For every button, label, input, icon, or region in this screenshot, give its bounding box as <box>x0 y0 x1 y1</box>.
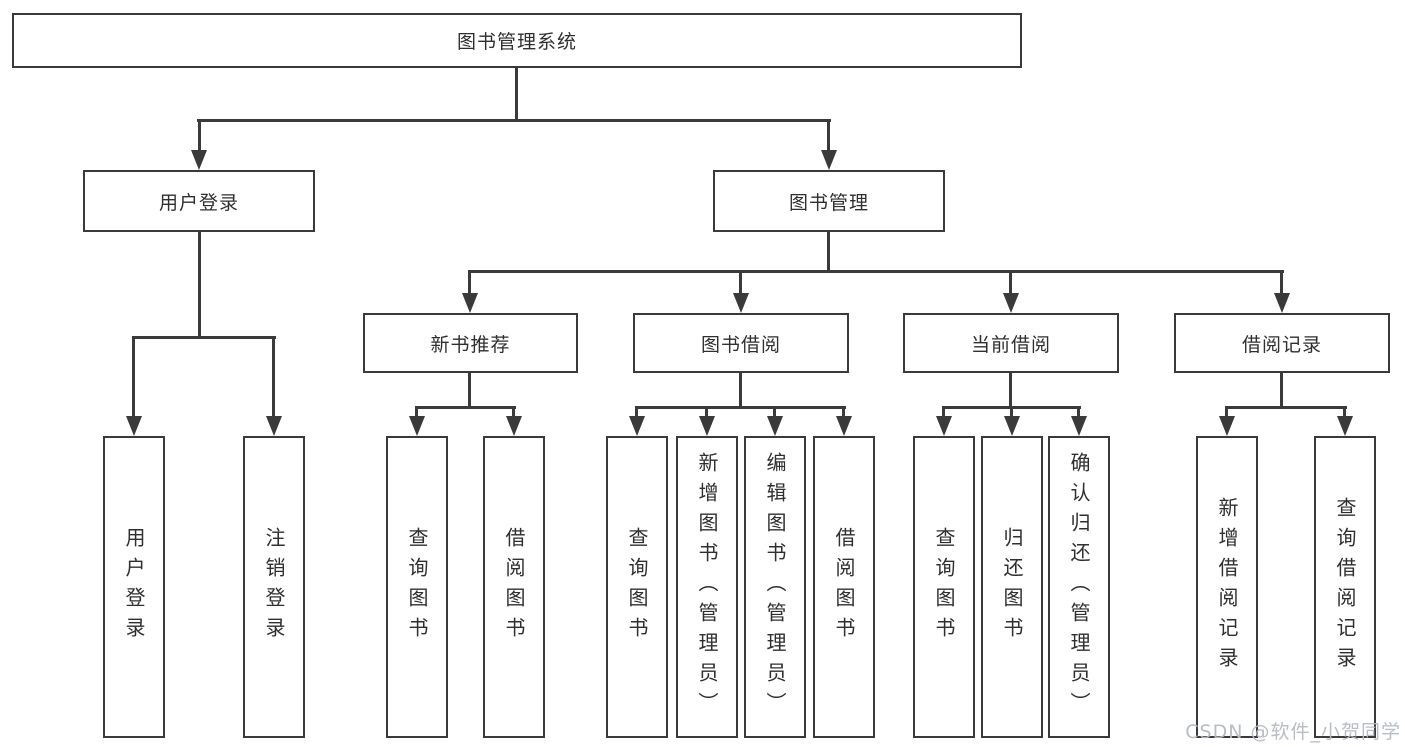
leaf-label: 用户登录 <box>122 527 146 647</box>
connector-borrowing-drop-3 <box>773 406 776 418</box>
connector-recommend-stem <box>468 373 471 409</box>
node-label: 新书推荐 <box>430 333 511 356</box>
connector-mgmt-drop-3 <box>1009 270 1012 295</box>
leaf-label: 新增借阅记录 <box>1215 497 1239 677</box>
leaf-borrowing-edit-books-admin: 编辑图书（管理员） <box>744 436 806 738</box>
arrow-down-icon <box>1071 416 1087 436</box>
connector-mgmt-bus <box>468 270 1284 273</box>
arrow-down-icon <box>126 416 142 436</box>
arrow-down-icon <box>506 416 522 436</box>
connector-records-bus <box>1225 406 1347 409</box>
arrow-down-icon <box>733 293 749 313</box>
node-label: 图书管理 <box>788 191 869 214</box>
leaf-label: 借阅图书 <box>832 527 856 647</box>
arrow-down-icon <box>629 416 645 436</box>
connector-login-stem <box>198 232 201 339</box>
connector-login-drop-1 <box>132 336 135 418</box>
connector-recommend-bus <box>415 406 516 409</box>
node-current-borrowing: 当前借阅 <box>903 313 1119 373</box>
connector-mgmt-drop-4 <box>1280 270 1283 295</box>
arrow-down-icon <box>821 150 837 170</box>
leaf-borrowing-query-books: 查询图书 <box>606 436 668 738</box>
connector-current-drop-3 <box>1077 406 1080 418</box>
connector-records-stem <box>1280 373 1283 409</box>
arrow-down-icon <box>409 416 425 436</box>
leaf-borrowing-borrow-books: 借阅图书 <box>813 436 875 738</box>
node-label: 当前借阅 <box>970 333 1051 356</box>
node-book-borrowing: 图书借阅 <box>633 313 849 373</box>
arrow-down-icon <box>266 416 282 436</box>
node-label: 用户登录 <box>158 191 239 214</box>
connector-borrowing-stem <box>739 373 742 409</box>
connector-mgmt-stem <box>827 232 830 273</box>
leaf-label: 查询借阅记录 <box>1333 497 1357 677</box>
leaf-recommend-query-books: 查询图书 <box>386 436 448 738</box>
leaf-label: 查询图书 <box>405 527 429 647</box>
node-user-login: 用户登录 <box>83 170 315 232</box>
connector-root-bus <box>197 119 831 122</box>
connector-login-bus <box>132 336 276 339</box>
leaf-label: 查询图书 <box>625 527 649 647</box>
node-book-management: 图书管理 <box>713 170 945 232</box>
connector-mgmt-drop-1 <box>468 270 471 295</box>
arrow-down-icon <box>462 293 478 313</box>
leaf-recommend-borrow-books: 借阅图书 <box>483 436 545 738</box>
arrow-down-icon <box>1337 416 1353 436</box>
connector-current-drop-1 <box>942 406 945 418</box>
leaf-current-return-books: 归还图书 <box>981 436 1043 738</box>
node-borrow-records: 借阅记录 <box>1174 313 1390 373</box>
connector-borrowing-drop-1 <box>635 406 638 418</box>
connector-current-stem <box>1009 373 1012 409</box>
connector-login-drop-2 <box>272 336 275 418</box>
connector-current-drop-2 <box>1010 406 1013 418</box>
connector-borrowing-drop-4 <box>842 406 845 418</box>
arrow-down-icon <box>1003 293 1019 313</box>
csdn-watermark: CSDN @软件_小贺同学 <box>1185 721 1401 743</box>
arrow-down-icon <box>767 416 783 436</box>
leaf-label: 查询图书 <box>932 527 956 647</box>
leaf-current-query-books: 查询图书 <box>913 436 975 738</box>
leaf-borrowing-add-books-admin: 新增图书（管理员） <box>676 436 738 738</box>
node-library-system: 图书管理系统 <box>12 13 1022 68</box>
leaf-label: 注销登录 <box>262 527 286 647</box>
connector-borrowing-bus <box>635 406 846 409</box>
node-label: 图书管理系统 <box>456 31 577 53</box>
connector-mgmt-drop-2 <box>739 270 742 295</box>
connector-records-drop-2 <box>1343 406 1346 418</box>
node-label: 图书借阅 <box>700 333 781 356</box>
leaf-records-add-record: 新增借阅记录 <box>1196 436 1258 738</box>
arrow-down-icon <box>936 416 952 436</box>
connector-root-stem <box>515 68 518 122</box>
arrow-down-icon <box>191 150 207 170</box>
connector-recommend-drop-1 <box>415 406 418 418</box>
connector-root-drop-right <box>827 119 830 152</box>
arrow-down-icon <box>699 416 715 436</box>
leaf-label: 归还图书 <box>1000 527 1024 647</box>
connector-records-drop-1 <box>1225 406 1228 418</box>
leaf-records-query-record: 查询借阅记录 <box>1314 436 1376 738</box>
connector-recommend-drop-2 <box>512 406 515 418</box>
leaf-current-confirm-return-admin: 确认归还（管理员） <box>1048 436 1110 738</box>
leaf-user-login: 用户登录 <box>103 436 165 738</box>
connector-root-drop-left <box>198 119 201 152</box>
arrow-down-icon <box>1274 293 1290 313</box>
connector-borrowing-drop-2 <box>705 406 708 418</box>
node-new-book-recommend: 新书推荐 <box>363 313 578 373</box>
leaf-logout: 注销登录 <box>243 436 305 738</box>
node-label: 借阅记录 <box>1241 333 1322 356</box>
leaf-label: 确认归还（管理员） <box>1067 452 1091 722</box>
leaf-label: 新增图书（管理员） <box>695 452 719 722</box>
leaf-label: 编辑图书（管理员） <box>763 452 787 722</box>
leaf-label: 借阅图书 <box>502 527 526 647</box>
arrow-down-icon <box>1004 416 1020 436</box>
arrow-down-icon <box>836 416 852 436</box>
arrow-down-icon <box>1219 416 1235 436</box>
